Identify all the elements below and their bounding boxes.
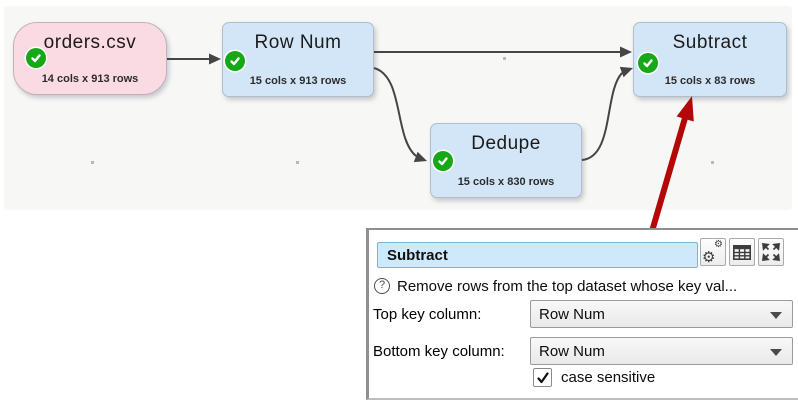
node-size-label: 15 cols x 913 rows [249, 75, 347, 87]
status-ok-icon [225, 51, 245, 71]
chevron-down-icon [770, 349, 782, 356]
grid-dot [91, 161, 94, 164]
case-sensitive-label: case sensitive [561, 369, 656, 386]
node-size-label: 14 cols x 913 rows [41, 73, 139, 85]
checkmark-icon [536, 371, 549, 383]
node-subtract[interactable]: Subtract 15 cols x 83 rows [633, 22, 787, 97]
node-size-label: 15 cols x 830 rows [457, 176, 555, 188]
node-orders-csv[interactable]: orders.csv 14 cols x 913 rows [13, 22, 167, 95]
help-question-icon: ? [374, 278, 390, 294]
grid-dot [711, 161, 714, 164]
transform-name-input[interactable] [377, 242, 698, 268]
bottom-key-column-label: Bottom key column: [373, 343, 505, 360]
settings-gear-button[interactable]: ⚙⚙ [700, 238, 726, 266]
node-title: Row Num [254, 32, 342, 53]
grid-dot [503, 57, 506, 60]
case-sensitive-checkbox[interactable] [533, 368, 552, 387]
node-size-label: 15 cols x 83 rows [664, 75, 756, 87]
top-key-column-label: Top key column: [373, 306, 482, 323]
top-key-column-value: Row Num [539, 305, 605, 323]
show-table-button[interactable] [729, 238, 755, 266]
table-icon [733, 244, 751, 260]
node-title: Subtract [672, 32, 748, 53]
transform-description-row: ? Remove rows from the top dataset whose… [374, 276, 737, 296]
transform-properties-panel: ⚙⚙ ? [366, 228, 798, 400]
status-ok-icon [433, 151, 453, 171]
grid-dot [296, 161, 299, 164]
transform-description: Remove rows from the top dataset whose k… [397, 277, 738, 295]
status-ok-icon [638, 53, 658, 73]
node-row-num[interactable]: Row Num 15 cols x 913 rows [222, 22, 374, 97]
status-ok-icon [26, 48, 46, 68]
gear-icon: ⚙⚙ [702, 239, 723, 266]
node-dedupe[interactable]: Dedupe 15 cols x 830 rows [430, 123, 582, 198]
bottom-key-column-value: Row Num [539, 342, 605, 360]
expand-panel-button[interactable] [758, 238, 784, 266]
node-title: Dedupe [471, 133, 541, 154]
top-key-column-select[interactable]: Row Num [530, 300, 793, 328]
bottom-key-column-select[interactable]: Row Num [530, 337, 793, 365]
node-title: orders.csv [43, 32, 137, 53]
expand-icon [762, 243, 780, 261]
chevron-down-icon [770, 312, 782, 319]
